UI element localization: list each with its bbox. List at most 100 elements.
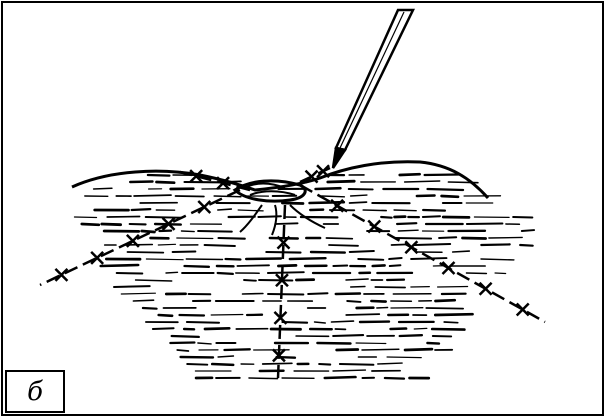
hatch-stroke: [275, 223, 297, 224]
hatch-stroke: [522, 230, 534, 231]
hatch-stroke: [427, 343, 439, 344]
panel-label-box: б: [5, 370, 65, 413]
hatch-stroke: [378, 363, 402, 364]
hatch-stroke: [391, 329, 407, 330]
hatch-stroke: [351, 287, 365, 288]
hatch-stroke: [117, 273, 143, 274]
hatch-stroke: [205, 245, 235, 246]
hatch-stroke: [158, 244, 175, 245]
hatch-stroke: [136, 280, 172, 281]
hatch-stroke: [130, 182, 152, 183]
hatch-stroke: [212, 364, 233, 365]
hatch-stroke: [435, 314, 472, 315]
hatch-stroke: [102, 224, 121, 225]
hatch-stroke: [414, 328, 427, 329]
hatch-stroke: [425, 175, 460, 176]
hatch-stroke: [400, 335, 422, 336]
hatch-stroke: [333, 370, 365, 371]
hatch-stroke: [397, 223, 416, 224]
hatch-stroke: [317, 343, 350, 344]
hatch-stroke: [346, 314, 379, 315]
hatch-stroke: [481, 259, 514, 260]
hatch-stroke: [182, 231, 195, 232]
panel-label: б: [27, 379, 43, 405]
hatch-stroke: [94, 188, 112, 189]
hatch-stroke: [395, 238, 431, 239]
stitch-mark: [198, 201, 210, 213]
hatch-stroke: [121, 293, 155, 294]
hatch-stroke: [438, 287, 468, 288]
hatch-stroke: [142, 231, 155, 232]
hatch-stroke: [133, 300, 153, 301]
hatch-stroke: [148, 175, 170, 176]
hatch-stroke: [385, 378, 404, 379]
hatch-stroke: [244, 280, 256, 281]
hatch-stroke: [157, 182, 175, 183]
hatch-stroke: [75, 217, 97, 218]
stitch-mark: [442, 262, 454, 274]
hatch-stroke: [373, 265, 385, 266]
hatch-stroke: [218, 209, 232, 210]
hatch-stroke: [356, 343, 386, 344]
hatch-stroke: [322, 196, 345, 197]
hatch-stroke: [82, 224, 99, 225]
hatch-stroke: [211, 315, 243, 316]
hatch-stroke: [513, 217, 532, 218]
hatch-stroke: [249, 378, 278, 379]
hatch-stroke: [390, 265, 401, 266]
hatch-stroke: [423, 210, 445, 211]
hatch-stroke: [237, 265, 269, 266]
hatch-stroke: [186, 259, 222, 260]
hatch-stroke: [143, 308, 157, 309]
hatch-stroke: [326, 238, 352, 239]
hatch-stroke: [426, 308, 463, 309]
hatch-stroke: [358, 259, 383, 260]
stitch-mark: [517, 304, 529, 316]
surgical-probe-icon: [333, 10, 413, 168]
hatch-stroke: [377, 308, 388, 309]
hatch-stroke: [246, 259, 281, 260]
hatch-stroke: [173, 252, 196, 253]
hatch-stroke: [381, 217, 391, 218]
hatch-stroke: [134, 195, 171, 196]
stitch-mark: [91, 252, 103, 264]
hatch-stroke: [219, 238, 245, 239]
hatch-stroke: [263, 363, 292, 364]
hatch-stroke: [467, 224, 503, 225]
hatch-stroke: [442, 196, 458, 197]
hatch-stroke: [185, 266, 209, 267]
hatch-stroke: [467, 273, 487, 274]
hatch-stroke: [259, 280, 292, 281]
hatch-stroke: [405, 181, 440, 182]
hatch-stroke: [172, 336, 199, 337]
hatch-stroke: [187, 322, 219, 323]
hatch-stroke: [316, 188, 341, 189]
hatch-stroke: [432, 329, 464, 330]
hatch-stroke: [226, 259, 241, 260]
hatch-stroke: [389, 258, 401, 259]
hatch-stroke: [128, 252, 164, 253]
hatch-stroke: [218, 356, 233, 357]
hatch-stroke: [243, 294, 263, 295]
hatch-stroke: [170, 343, 194, 344]
hatch-stroke: [375, 287, 405, 288]
hatch-stroke: [166, 272, 178, 273]
suture-line: [40, 190, 240, 285]
hatch-stroke: [350, 251, 374, 252]
hatch-stroke: [428, 189, 464, 190]
hatch-stroke: [328, 181, 354, 182]
hatch-stroke: [387, 357, 421, 358]
hatch-stroke: [337, 350, 358, 351]
hatch-stroke: [177, 238, 213, 239]
stitch-mark: [405, 241, 417, 253]
hatch-stroke: [198, 343, 211, 344]
hatch-stroke: [346, 279, 368, 280]
hatch-stroke: [187, 364, 207, 365]
hatch-stroke: [325, 377, 356, 378]
stitch-mark: [55, 269, 67, 281]
hatch-stroke: [107, 217, 139, 218]
hatch-stroke: [362, 349, 399, 350]
hatch-stroke: [205, 328, 229, 329]
